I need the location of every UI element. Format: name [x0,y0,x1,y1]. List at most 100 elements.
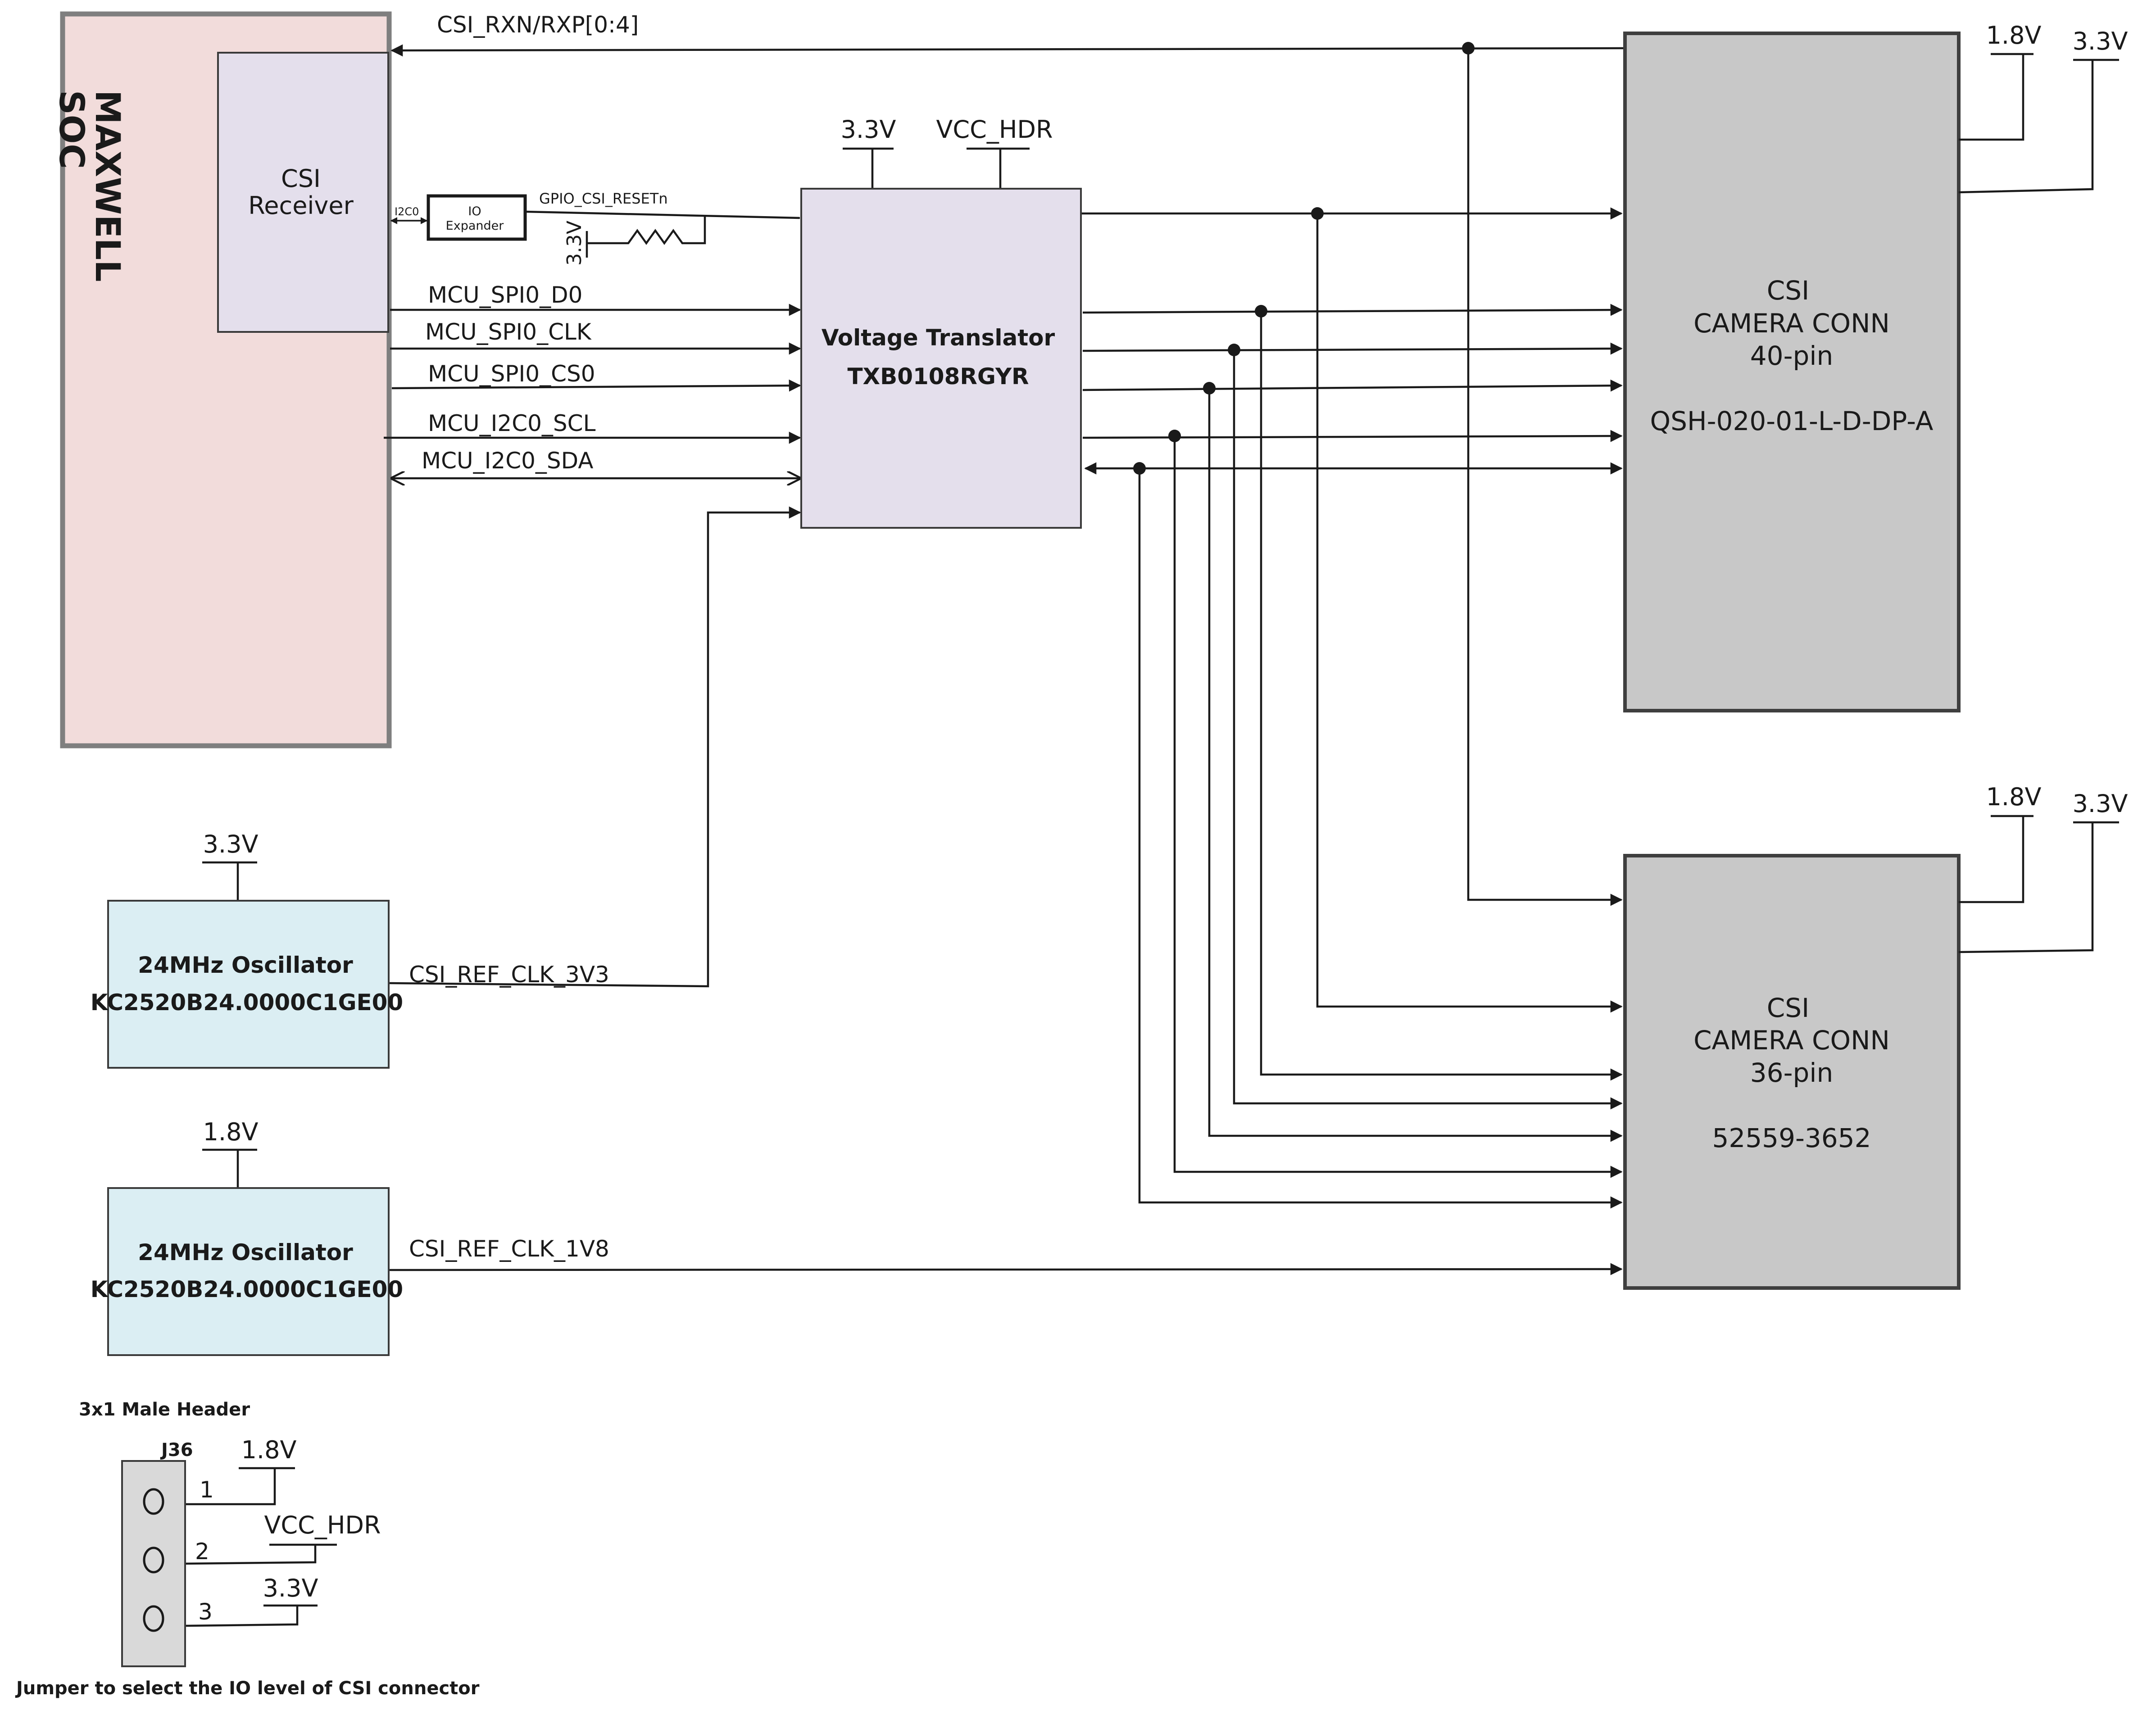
osc1-box [107,900,390,1069]
translator-supply-vcchdr-label: VCC_HDR [936,115,1053,144]
mcu-spi0-clk-label: MCU_SPI0_CLK [425,319,592,345]
out5-to-36pin-wire [1173,436,1623,1178]
osc2-box [107,1187,390,1356]
header-title: 3x1 Male Header [79,1399,250,1420]
osc2-signal-label: CSI_REF_CLK_1V8 [409,1236,609,1262]
soc-title-line1: MAXWELL [88,90,128,282]
header-body [121,1460,186,1667]
conn36-line2: CAMERA CONN [1693,1025,1890,1056]
conn36-line1: CSI [1767,993,1809,1023]
header-pin1-net: 1.8V [241,1436,297,1464]
conn36-rail-3v3-wire [1958,822,2094,953]
voltage-translator-block: 3.3V VCC_HDR Voltage Translator TXB0108R… [800,115,1082,529]
out1-junction [1311,207,1324,220]
conn40-line3: 40-pin [1750,340,1833,371]
conn40-rail-1v8-wire [1959,54,2024,141]
connector-36pin-box [1623,854,1961,1290]
out1-to-36pin-wire [1316,213,1623,1013]
out6-junction [1133,462,1146,475]
mcu-spi0-d0-label: MCU_SPI0_D0 [428,282,582,308]
header-pin3-net: 3.3V [263,1574,318,1602]
conn40-line2: CAMERA CONN [1693,308,1890,339]
out3-to-36pin-wire [1233,350,1623,1110]
pullup-resistor [587,215,706,245]
header-pin3-number: 3 [198,1599,213,1625]
out4-to-36pin-wire [1208,388,1623,1142]
header-pin2-wire [186,1545,317,1565]
io-expander-box [427,194,527,241]
mcu-i2c0-sda-label: MCU_I2C0_SDA [422,448,594,474]
conn36-part: 52559-3652 [1712,1123,1871,1153]
translator-output-nets [1082,207,1623,1209]
osc1-line2: KC2520B24.0000C1GE00 [91,989,403,1016]
conn36-line3: 36-pin [1750,1057,1833,1088]
osc2-supply-label: 1.8V [203,1118,259,1146]
conn40-rail-1v8-label: 1.8V [1986,21,2042,50]
csi-bus-junction [1462,42,1475,54]
csi-connector-36pin-block: CSI CAMERA CONN 36-pin 52559-3652 1.8V 3… [1623,783,2128,1290]
gpio-reset-wire [525,210,800,219]
conn40-line1: CSI [1767,275,1809,306]
out2-junction [1255,305,1267,318]
soc-title-line2: SOC [52,90,92,169]
translator-supply-3v3-label: 3.3V [841,115,896,144]
header-pin1-number: 1 [200,1477,214,1503]
header-caption: Jumper to select the IO level of CSI con… [15,1678,480,1699]
mcu-i2c0-scl-label: MCU_I2C0_SCL [428,410,596,436]
csi-connector-40pin-block: CSI CAMERA CONN 40-pin QSH-020-01-L-D-DP… [1623,21,2128,712]
csi-data-bus: CSI_RXN/RXP[0:4] [390,12,1624,906]
out4-junction [1203,382,1216,395]
mcu-spi0-cs0-label: MCU_SPI0_CS0 [428,361,595,387]
out5-wire [1082,430,1623,442]
csi-bus-to-36pin-wire [1467,48,1623,906]
csi-ref-clk-3v3-wire [389,506,801,988]
header-pin2 [143,1547,164,1574]
out3-wire [1082,342,1623,355]
osc2-line2: KC2520B24.0000C1GE00 [91,1276,403,1302]
out2-wire [1082,304,1623,316]
gpio-csi-resetn-label: GPIO_CSI_RESETn [539,190,668,207]
csi-receiver-line2: Receiver [248,191,354,220]
conn40-rail-3v3-wire [1958,60,2094,194]
io-expander-line2: Expander [446,219,504,233]
out4-wire [1082,379,1623,392]
osc1-line1: 24MHz Oscillator [138,952,353,978]
gpio-reset-net: GPIO_CSI_RESETn 3.3V [525,190,800,266]
oscillator-3v3-block: 3.3V 24MHz Oscillator KC2520B24.0000C1GE… [91,506,801,1069]
header-ref: J36 [160,1440,193,1461]
csi-bus-wire [390,44,1624,57]
mcu-spi0-cs0-wire [391,379,801,392]
voltage-translator-box [800,188,1082,529]
csi-bus-label: CSI_RXN/RXP[0:4] [437,12,639,38]
header-pin2-number: 2 [195,1538,209,1565]
csi-receiver-line1: CSI [281,164,321,193]
conn36-rail-1v8-label: 1.8V [1986,783,2042,811]
out5-junction [1168,430,1181,442]
csi-receiver-block: CSI Receiver [217,52,389,333]
conn36-rail-1v8-wire [1959,816,2024,903]
header-pin1 [143,1488,164,1515]
i2c0-bus-label: I2C0 [395,205,419,218]
pullup-3v3-label: 3.3V [563,221,586,266]
out6-to-36pin-wire [1138,468,1623,1209]
jumper-header-block: 3x1 Male Header J36 1 1.8V 2 VCC_HDR 3 3… [15,1399,480,1699]
mcu-signal-group: MCU_SPI0_D0 MCU_SPI0_CLK MCU_SPI0_CS0 MC… [384,282,800,478]
translator-line1: Voltage Translator [822,325,1055,351]
out3-junction [1228,344,1240,356]
csi-receiver-box [217,52,389,333]
csi-ref-clk-1v8-wire [389,1263,1623,1275]
header-pin1-wire [186,1468,276,1506]
osc2-line1: 24MHz Oscillator [138,1239,353,1265]
header-pin2-net: VCC_HDR [264,1511,381,1539]
conn40-rail-3v3-label: 3.3V [2073,27,2128,55]
oscillator-1v8-block: 1.8V 24MHz Oscillator KC2520B24.0000C1GE… [91,1118,1623,1356]
io-expander-line1: IO [468,204,481,218]
osc1-supply-label: 3.3V [203,830,259,858]
connector-40pin-box [1623,32,1961,712]
conn40-part: QSH-020-01-L-D-DP-A [1650,406,1934,436]
io-expander-block: I2C0 IO Expander [390,194,527,241]
out2-to-36pin-wire [1260,311,1623,1081]
header-pin3 [143,1605,164,1632]
header-pin3-wire [186,1606,299,1627]
